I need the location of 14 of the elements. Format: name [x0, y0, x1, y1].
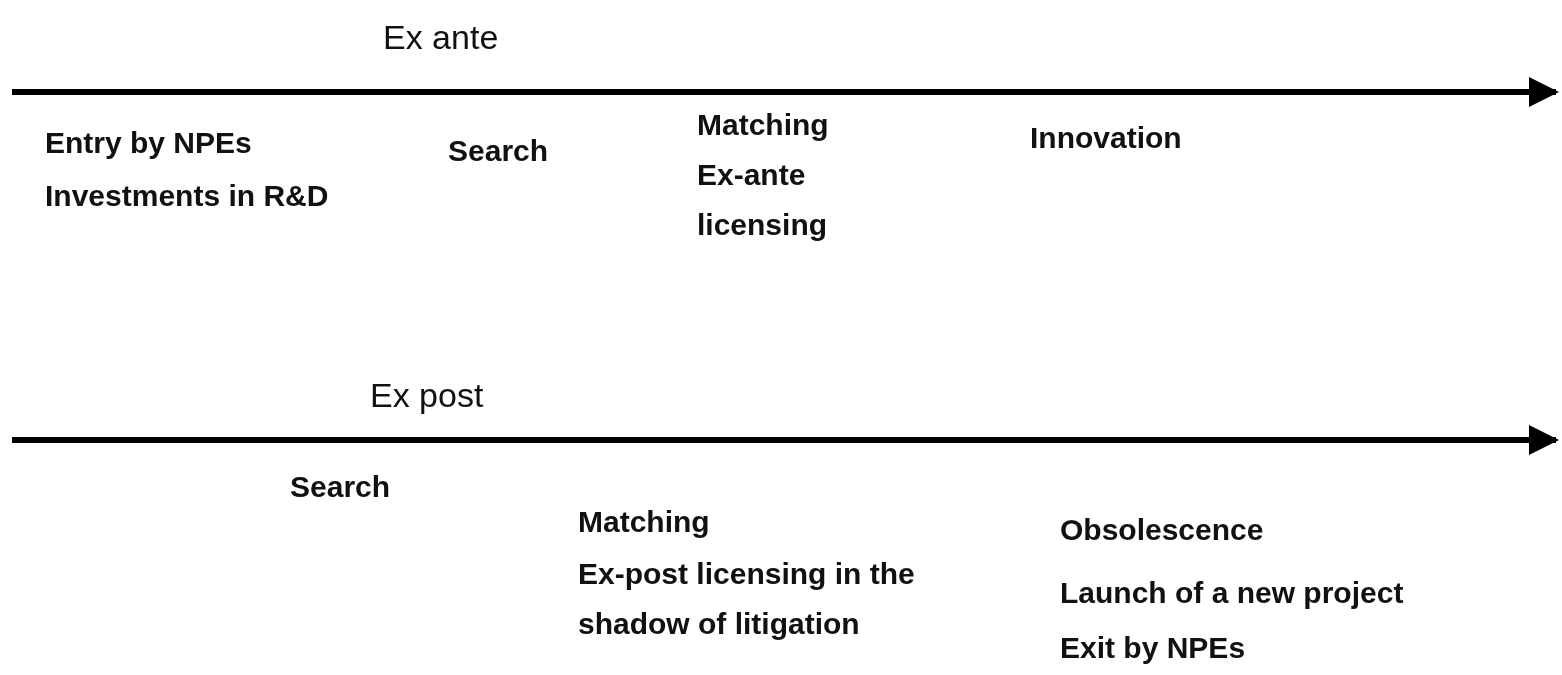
timeline-label: Matching: [578, 504, 710, 540]
timeline-label: Search: [448, 133, 549, 169]
timeline-label: Obsolescence: [1060, 512, 1264, 548]
timeline-label: Ex-ante licensing: [697, 157, 829, 243]
timeline-label: Matching: [697, 107, 829, 143]
timeline-label: Innovation: [1030, 120, 1182, 156]
timeline-label: Investments in R&D: [45, 178, 329, 214]
timeline-label: Search: [290, 469, 391, 505]
timeline-label: Exit by NPEs: [1060, 630, 1246, 666]
phase-heading: Ex ante: [383, 17, 499, 58]
timeline-label: Entry by NPEs: [45, 125, 252, 161]
timeline-label: Launch of a new project: [1060, 575, 1404, 611]
timeline-label: Ex-post licensing in the shadow of litigation: [578, 556, 916, 642]
phase-heading: Ex post: [370, 375, 484, 416]
